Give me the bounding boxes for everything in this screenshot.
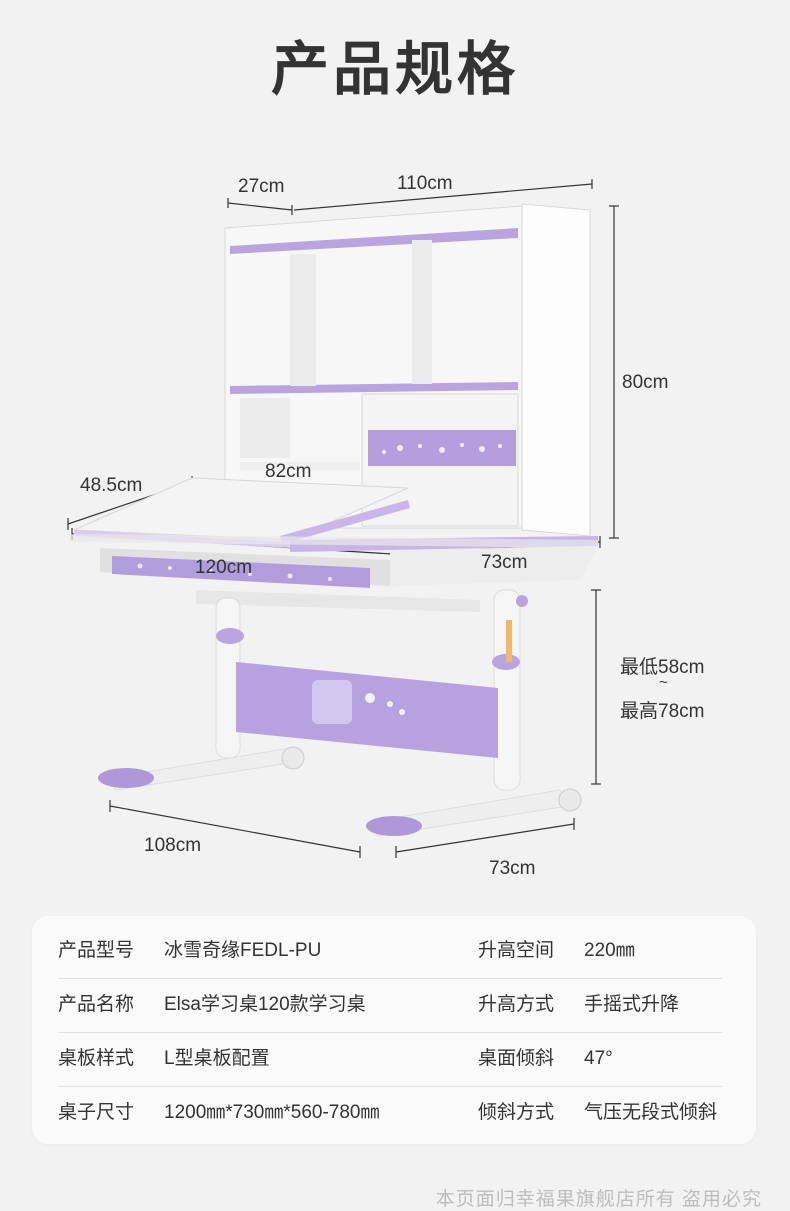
copyright-notice: 本页面归幸福果旗舰店所有 盗用必究 <box>435 1189 762 1210</box>
desk-top <box>70 477 598 588</box>
spec-value: 1200㎜*730㎜*560-780㎜ <box>164 1102 380 1123</box>
dim-base-depth: 73cm <box>489 858 536 879</box>
spec-label: 桌面倾斜 <box>478 1048 555 1069</box>
dim-hutch-depth: 27cm <box>238 176 285 197</box>
dim-hutch-width: 110cm <box>397 173 453 194</box>
spec-label: 桌板样式 <box>58 1048 135 1069</box>
spec-label: 桌子尺寸 <box>58 1102 135 1123</box>
spec-row: 产品名称 Elsa学习桌120款学习桌 升高方式 手摇式升降 <box>58 978 722 1033</box>
page-title: 产品规格 <box>270 37 519 102</box>
dim-height-min: 最低58cm <box>620 657 705 678</box>
spec-label: 倾斜方式 <box>478 1102 555 1123</box>
spec-value: L型桌板配置 <box>164 1048 270 1069</box>
spec-table: 产品型号 冰雪奇缘FEDL-PU 升高空间 220㎜ 产品名称 Elsa学习桌1… <box>32 916 756 1144</box>
dim-height-max: 最高78cm <box>620 701 705 722</box>
spec-value: 气压无段式倾斜 <box>584 1102 718 1123</box>
spec-value: 47° <box>584 1048 613 1069</box>
dim-base-width: 108cm <box>144 835 202 856</box>
dim-desk-left-depth: 48.5cm <box>80 475 143 496</box>
desk-diagram: 27cm 110cm 80cm 48.5cm 82cm 120cm 73cm 最… <box>0 150 790 890</box>
spec-label: 升高方式 <box>478 994 555 1015</box>
dim-height-sep: ~ <box>659 674 668 691</box>
desk-frame <box>98 589 582 837</box>
dim-hutch-height: 80cm <box>622 372 669 393</box>
desk-illustration <box>67 179 619 858</box>
dim-desk-width: 120cm <box>195 557 253 578</box>
spec-value: 冰雪奇缘FEDL-PU <box>164 940 322 961</box>
spec-row: 产品型号 冰雪奇缘FEDL-PU 升高空间 220㎜ <box>58 924 722 979</box>
dim-desk-depth: 73cm <box>481 552 528 573</box>
spec-row: 桌板样式 L型桌板配置 桌面倾斜 47° <box>58 1032 722 1087</box>
spec-row: 桌子尺寸 1200㎜*730㎜*560-780㎜ 倾斜方式 气压无段式倾斜 <box>58 1086 722 1140</box>
dim-tilt-board-width: 82cm <box>265 461 312 482</box>
hutch <box>224 203 591 537</box>
spec-value: 220㎜ <box>584 940 635 961</box>
spec-label: 产品型号 <box>58 940 135 961</box>
spec-value: 手摇式升降 <box>584 994 680 1015</box>
spec-label: 产品名称 <box>58 994 135 1015</box>
spec-label: 升高空间 <box>478 940 555 961</box>
spec-value: Elsa学习桌120款学习桌 <box>164 994 366 1015</box>
